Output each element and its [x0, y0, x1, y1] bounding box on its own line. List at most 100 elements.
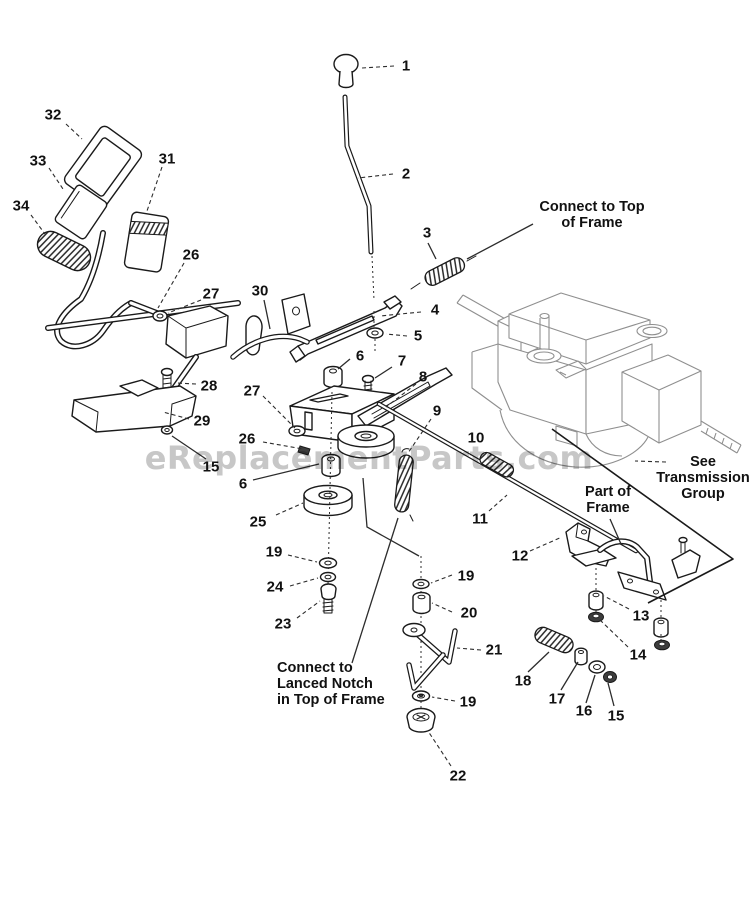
callout-6-top: 6 — [355, 347, 365, 365]
callout-6-bottom: 6 — [238, 475, 248, 493]
washer-27-lower — [288, 425, 306, 437]
frame-strap — [617, 571, 667, 601]
bushing-13-left — [588, 590, 604, 611]
callout-11: 11 — [472, 510, 488, 528]
callout-34: 34 — [12, 197, 30, 215]
watermark: eReplacementParts.com — [144, 439, 594, 477]
pivot-hub — [165, 305, 229, 359]
shift-group — [230, 53, 477, 614]
bolt-7 — [361, 374, 375, 397]
annotation-pointers — [351, 223, 734, 664]
see-trans-leader — [634, 460, 667, 463]
trans-cap — [636, 323, 668, 339]
callout-10: 10 — [467, 429, 485, 447]
knob-1 — [333, 53, 359, 89]
callout-32: 32 — [44, 106, 62, 124]
trans-shaft-top — [539, 312, 550, 320]
annotation-part-of-frame: Part of Frame — [585, 484, 631, 516]
annotation-see-trans-line3: Group — [681, 486, 725, 502]
washer-16 — [588, 660, 606, 674]
frame-clip — [671, 536, 701, 579]
washer-19-mid — [412, 578, 430, 590]
washer-19-bottom — [411, 690, 431, 702]
callout-20: 20 — [460, 604, 478, 622]
callout-30: 30 — [251, 282, 269, 300]
transmission-pointer — [551, 428, 734, 604]
callout-23: 23 — [274, 615, 292, 633]
rod-11-ferrule — [479, 451, 515, 478]
annotation-connect-top-line2: of Frame — [561, 215, 623, 231]
connect-top-leader — [466, 223, 534, 260]
lanced-leader — [351, 517, 399, 664]
callout-21: 21 — [485, 641, 503, 659]
spring-3 — [410, 255, 477, 290]
callout-15-right: 15 — [607, 707, 625, 725]
callout-22: 22 — [449, 767, 467, 785]
callout-12: 12 — [511, 547, 529, 565]
annotation-lanced-notch: Connect to Lanced Notch in Top of Frame — [277, 660, 385, 708]
washer-26 — [152, 310, 168, 322]
callout-27-lower: 27 — [243, 382, 261, 400]
callout-15-left: 15 — [202, 458, 220, 476]
callout-8: 8 — [418, 368, 428, 386]
callout-5: 5 — [413, 327, 423, 345]
callout-leaders — [30, 65, 630, 767]
nut-14-right — [654, 639, 670, 651]
callout-26-upper: 26 — [182, 246, 200, 264]
transmission-assembly — [456, 292, 742, 468]
annotation-see-trans-line1: See — [690, 454, 716, 470]
pad-31 — [123, 211, 170, 273]
annotation-see-transmission: See Transmission Group — [656, 454, 749, 502]
callout-17: 17 — [548, 690, 566, 708]
pedal-group — [36, 125, 311, 435]
pulley-9-hub — [337, 424, 395, 459]
callout-28: 28 — [200, 377, 218, 395]
idler-bracket-21 — [402, 622, 458, 691]
annotation-connect-top-line1: Connect to Top — [539, 199, 645, 215]
washer-5 — [366, 327, 384, 339]
callout-1: 1 — [401, 57, 411, 75]
bracket-12 — [565, 522, 617, 567]
callout-31: 31 — [158, 150, 176, 168]
annotation-lanced-line3: in Top of Frame — [277, 692, 385, 708]
spacer-6-top — [323, 365, 343, 389]
bushing-20 — [412, 591, 431, 615]
annotation-lanced-line2: Lanced Notch — [277, 676, 373, 692]
callout-19-mid: 19 — [457, 567, 475, 585]
washer-19-left — [318, 557, 338, 569]
callout-24: 24 — [266, 578, 284, 596]
pulley-25 — [303, 484, 353, 517]
shift-plate-4 — [289, 295, 403, 363]
annotation-lanced-line1: Connect to — [277, 660, 353, 676]
lockwasher-24 — [319, 571, 337, 583]
bolt-23 — [320, 583, 337, 614]
callout-9: 9 — [432, 402, 442, 420]
callout-26-lower: 26 — [238, 430, 256, 448]
callout-19-bottom: 19 — [459, 693, 477, 711]
annotation-part-frame-line2: Frame — [586, 500, 630, 516]
spring-18 — [534, 626, 574, 654]
callout-2: 2 — [401, 165, 411, 183]
callout-13: 13 — [632, 607, 650, 625]
bracket-29 — [71, 379, 197, 433]
callout-19-left: 19 — [265, 543, 283, 561]
callout-29: 29 — [193, 412, 211, 430]
callout-3: 3 — [422, 224, 432, 242]
annotation-see-trans-line2: Transmission — [656, 470, 750, 486]
callout-33: 33 — [29, 152, 47, 170]
lockwasher-15-right — [603, 671, 617, 683]
callout-18: 18 — [514, 672, 532, 690]
callout-27-upper: 27 — [202, 285, 220, 303]
spring-9 — [394, 448, 414, 522]
annotation-part-frame-line1: Part of — [585, 484, 631, 500]
cap-22 — [406, 707, 436, 733]
callout-16: 16 — [575, 702, 593, 720]
callout-25: 25 — [249, 513, 267, 531]
pad-33 — [54, 184, 108, 240]
nut-14-left — [588, 611, 604, 623]
part-frame-leader — [609, 518, 622, 545]
grip-34 — [36, 230, 92, 272]
bushing-13-right — [653, 617, 669, 638]
